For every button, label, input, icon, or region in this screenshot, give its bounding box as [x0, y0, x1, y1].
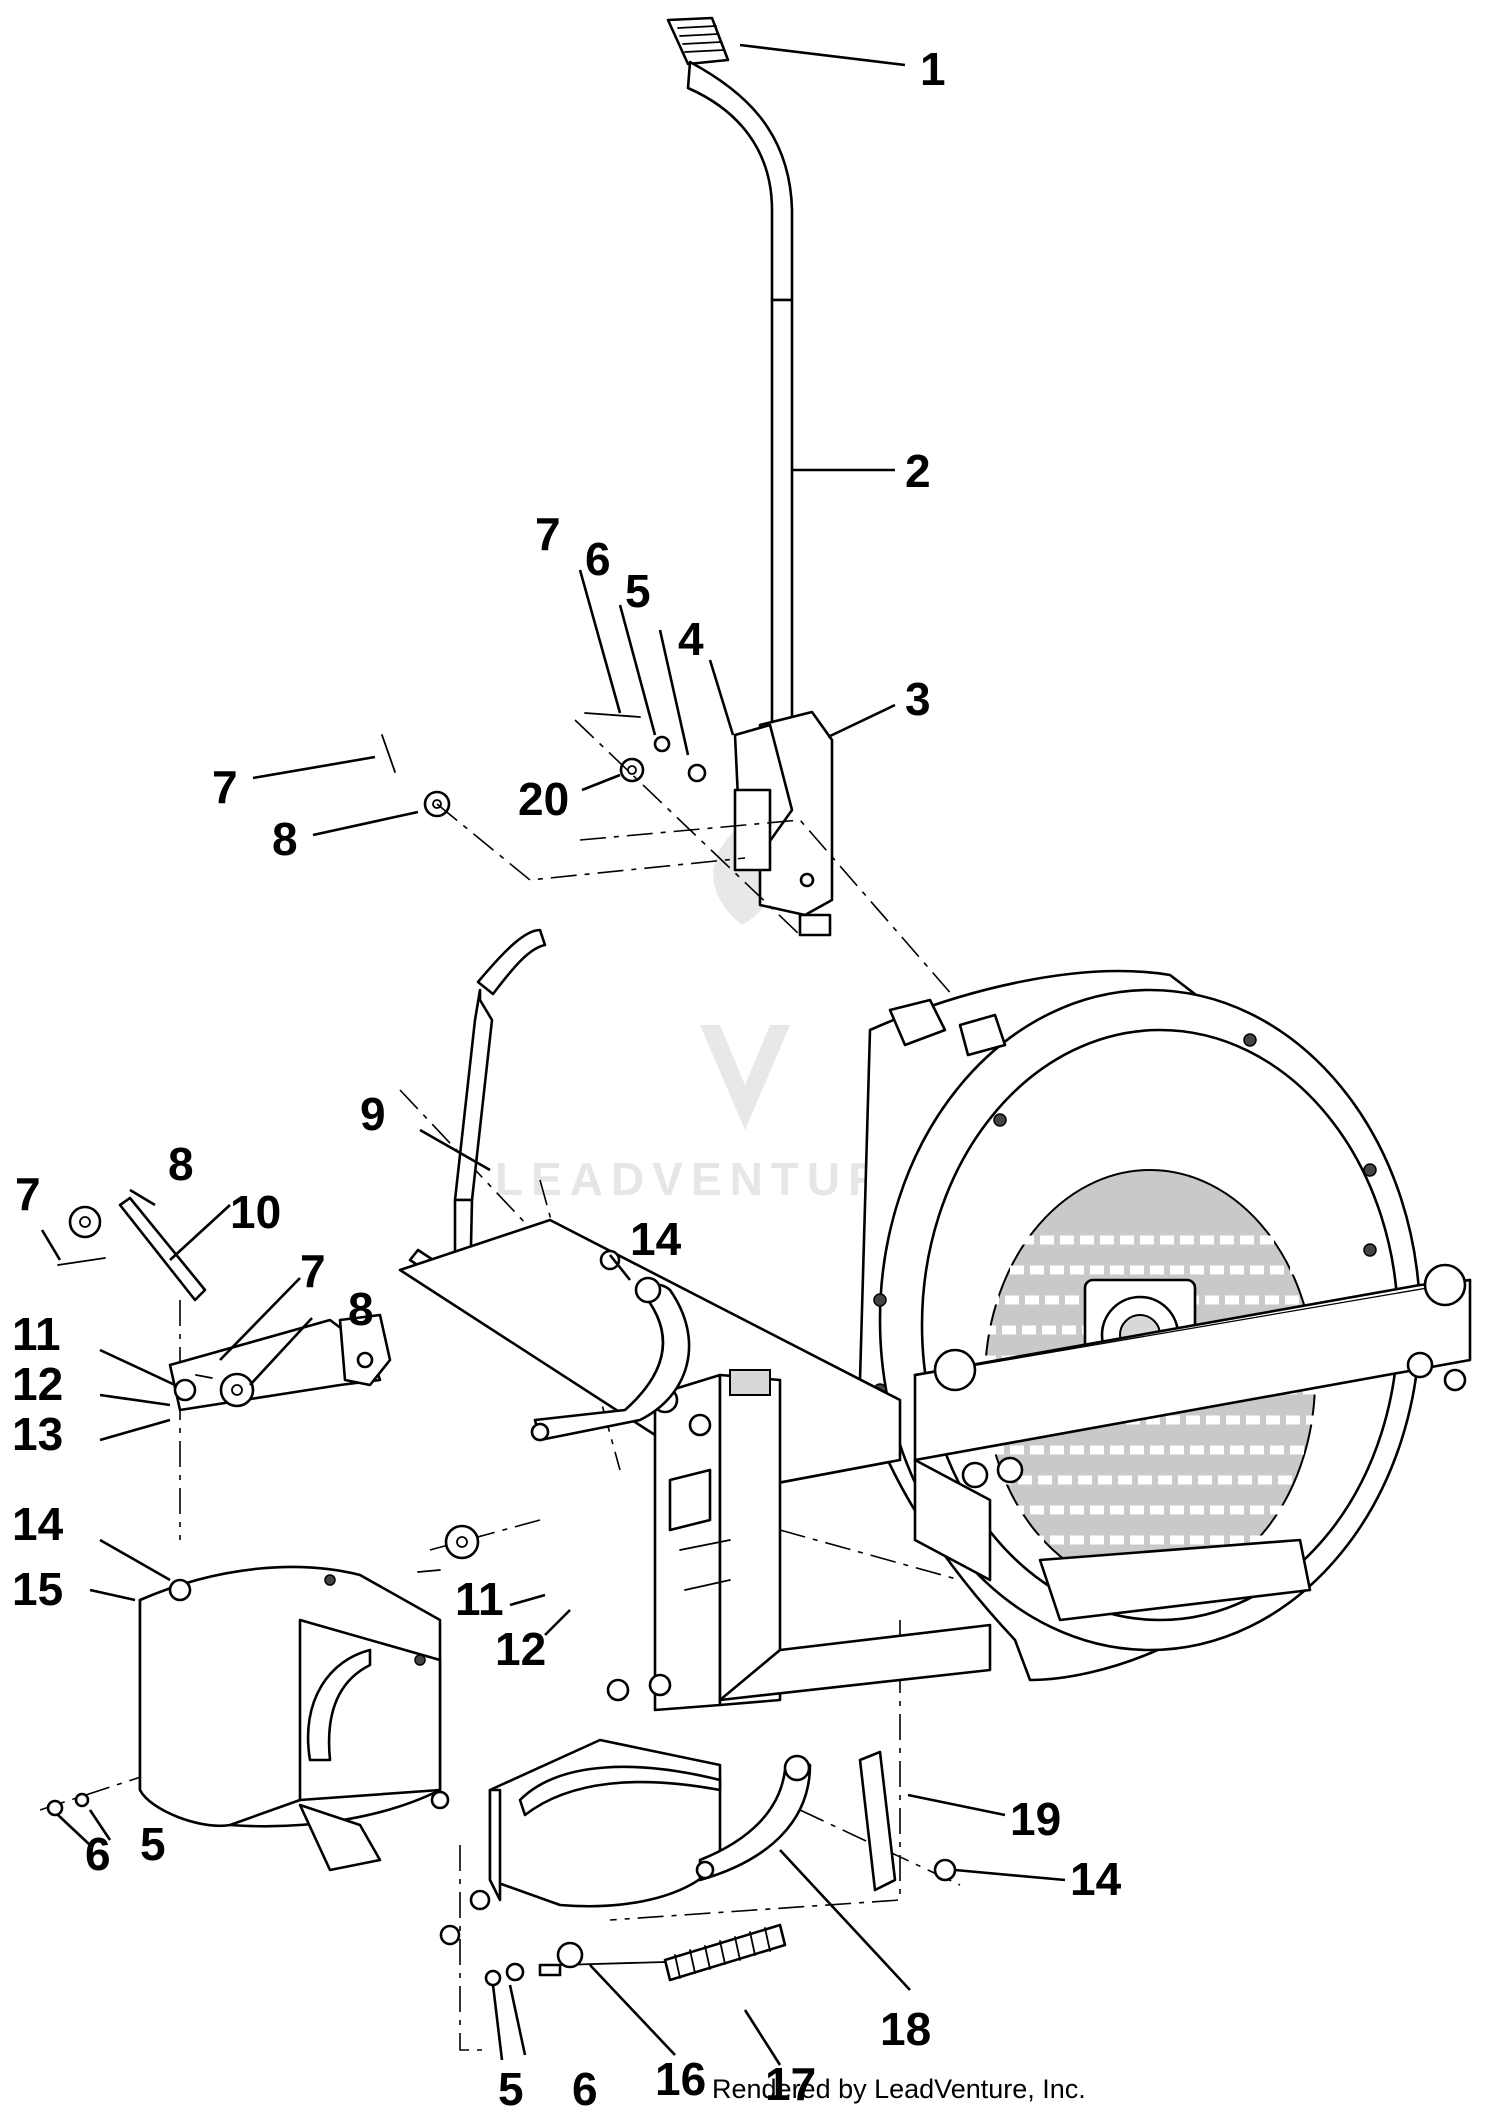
leader-lines [40, 43, 1066, 2066]
small-bracket [858, 1750, 957, 1892]
callout-16: 16 [655, 2053, 706, 2105]
watermark-text: LEADVENTURE [495, 1153, 928, 1205]
callout-19: 19 [1010, 1793, 1061, 1845]
callout-3: 3 [905, 673, 931, 725]
callout-14-upper: 14 [630, 1213, 682, 1265]
callout-9: 9 [360, 1088, 386, 1140]
callout-8-mid: 8 [348, 1283, 374, 1335]
callout-6-left: 6 [85, 1828, 111, 1880]
callout-5: 5 [625, 565, 651, 617]
render-credit: Rendered by LeadVenture, Inc. [712, 2074, 1086, 2104]
callout-15: 15 [12, 1563, 63, 1615]
callout-17: 17 [765, 2058, 816, 2110]
callout-13: 13 [12, 1408, 63, 1460]
upper-hardware [381, 712, 707, 818]
callout-7: 7 [535, 508, 561, 560]
callout-7-mid: 7 [300, 1245, 326, 1297]
callout-14-left: 14 [12, 1498, 64, 1550]
callout-14-right: 14 [1070, 1853, 1122, 1905]
callout-8-upper: 8 [168, 1138, 194, 1190]
callout-6-bottom: 6 [572, 2063, 598, 2115]
callout-5-bottom: 5 [498, 2063, 524, 2115]
base-bracket [398, 1218, 992, 1712]
curved-arm-lower [695, 1754, 812, 1882]
leadventure-watermark: LEADVENTURE [495, 830, 928, 1205]
callout-8-left: 8 [272, 813, 298, 865]
callout-12-left: 12 [12, 1358, 63, 1410]
callout-20: 20 [518, 773, 569, 825]
callout-2: 2 [905, 445, 931, 497]
lower-cover [430, 1673, 722, 1946]
curved-arm-upper [530, 1249, 691, 1442]
shift-plate [57, 1196, 480, 1573]
callout-labels: 1 2 3 4 5 6 7 20 7 8 9 8 7 10 7 8 11 12 … [12, 43, 1122, 2115]
callout-1: 1 [920, 43, 946, 95]
callout-11-center: 11 [455, 1573, 504, 1625]
callout-5-left: 5 [140, 1818, 166, 1870]
left-housing [138, 1565, 442, 1872]
callout-12-center: 12 [495, 1623, 546, 1675]
callout-7-farleft: 7 [15, 1168, 41, 1220]
callout-18: 18 [880, 2003, 931, 2055]
callout-7-left: 7 [212, 761, 238, 813]
spring [46, 1792, 787, 1987]
callout-11-left: 11 [12, 1308, 61, 1360]
callout-10: 10 [230, 1186, 281, 1238]
callout-6: 6 [585, 533, 611, 585]
cross-bar [913, 1263, 1472, 1622]
callout-4: 4 [678, 613, 704, 665]
